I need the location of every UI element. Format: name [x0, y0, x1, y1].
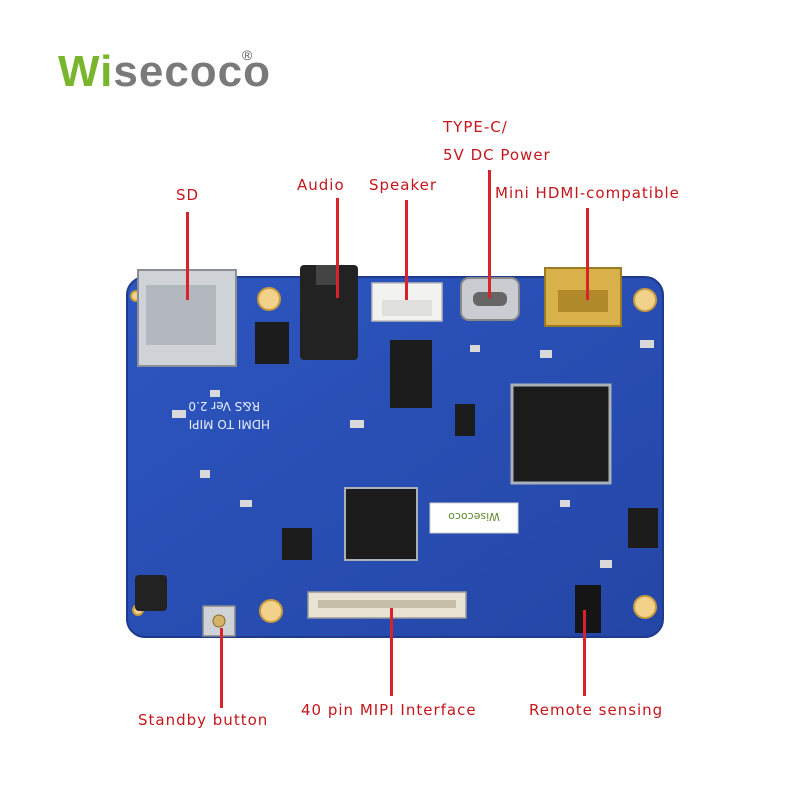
label-audio: Audio: [297, 176, 345, 194]
standby-pointer: [220, 628, 223, 708]
sticker-text: Wisecoco: [448, 510, 500, 523]
registered-mark: ®: [242, 47, 254, 63]
label-typec-line2: 5V DC Power: [443, 146, 551, 164]
label-typec-line1: TYPE-C/: [443, 118, 508, 136]
audio-pointer: [336, 198, 339, 298]
silkscreen-version: R&S Ver 2.0: [188, 399, 260, 413]
label-mipi: 40 pin MIPI Interface: [301, 701, 477, 719]
logo-first: Wi: [58, 47, 114, 96]
label-hdmi: Mini HDMI-compatible: [495, 184, 680, 202]
typec-pointer: [488, 170, 491, 298]
mipi-pointer: [390, 608, 393, 696]
silkscreen-title: HDMI TO MIPI: [189, 417, 270, 431]
remote-pointer: [583, 610, 586, 696]
speaker-pointer: [405, 200, 408, 300]
label-sd: SD: [176, 186, 200, 204]
hdmi-pointer: [586, 208, 589, 300]
label-standby: Standby button: [138, 711, 269, 729]
logo-rest: secoco: [113, 47, 272, 96]
label-speaker: Speaker: [369, 176, 438, 194]
brand-logo: Wisecoco ®: [58, 47, 272, 96]
sd-pointer: [186, 212, 189, 300]
label-remote: Remote sensing: [529, 701, 664, 719]
